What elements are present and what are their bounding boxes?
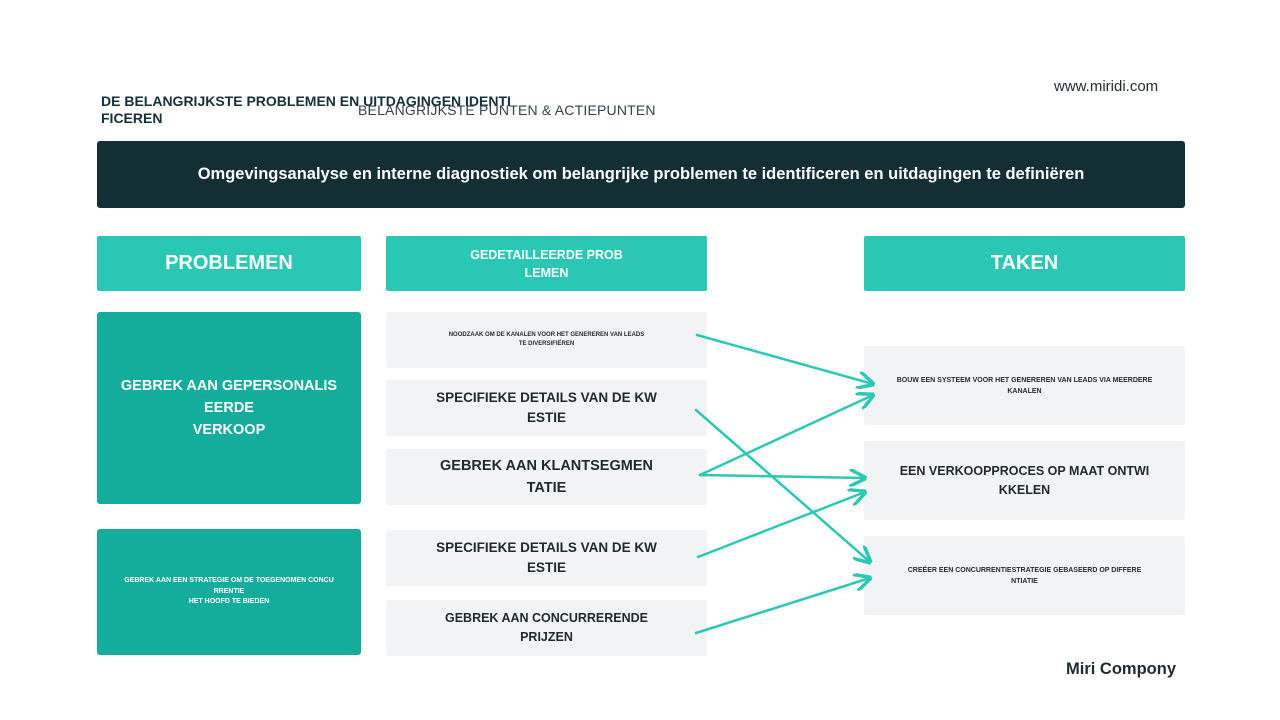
detailed-problem-text: NOODZAAK OM DE KANALEN VOOR HET GENERERE… [448,332,645,347]
task-text: BOUW EEN SYSTEEM VOOR HET GENEREREN VAN … [896,376,1153,395]
banner: Omgevingsanalyse en interne diagnostiek … [97,141,1185,208]
detailed-problem-text: SPECIFIEKE DETAILS VAN DE KWESTIE [436,540,657,575]
task-text: CREËER EEN CONCURRENTIESTRATEGIE GEBASEE… [907,566,1142,585]
page-title: DE BELANGRIJKSTE PROBLEMEN EN UITDAGINGE… [101,93,511,126]
detailed-problem-card: GEBREK AAN KLANTSEGMENTATIE [386,449,707,505]
banner-text: Omgevingsanalyse en interne diagnostiek … [197,165,1085,183]
task-card: EEN VERKOOPPROCES OP MAAT ONTWIKKELEN [864,441,1185,520]
problem-line: HET HOOFD TE BIEDEN [188,598,270,606]
problem-card: GEBREK AAN GEPERSONALISEERDE VERKOOP [97,312,361,504]
problem-line: GEBREK AAN EEN STRATEGIE OM DE TOEGENOME… [124,577,334,595]
connector-arrow [698,395,873,477]
task-card: BOUW EEN SYSTEEM VOOR HET GENEREREN VAN … [864,346,1185,425]
column-header-detailed-label: GEDETAILLEERDE PROBLEMEN [470,247,623,280]
column-header-tasks: TAKEN [864,236,1185,291]
connector-arrow [696,492,865,559]
page-subtitle: BELANGRIJKSTE PUNTEN & ACTIEPUNTEN [358,102,656,118]
connector-arrow [694,408,870,562]
column-header-tasks-label: TAKEN [990,252,1059,274]
task-card: CREËER EEN CONCURRENTIESTRATEGIE GEBASEE… [864,536,1185,615]
website-url[interactable]: www.miridi.com [1054,78,1159,95]
detailed-problem-card: NOODZAAK OM DE KANALEN VOOR HET GENERERE… [386,312,707,368]
column-header-detailed: GEDETAILLEERDE PROBLEMEN [386,236,707,291]
connector-arrow [695,333,873,384]
detailed-problem-text: GEBREK AAN KLANTSEGMENTATIE [440,458,653,496]
detailed-problem-card: SPECIFIEKE DETAILS VAN DE KWESTIE [386,530,707,586]
connector-arrow [694,578,870,635]
column-header-problems-label: PROBLEMEN [165,252,293,274]
detailed-problem-card: SPECIFIEKE DETAILS VAN DE KWESTIE [386,380,707,436]
problem-line: GEBREK AAN GEPERSONALISEERDE [120,378,338,416]
problem-card: GEBREK AAN EEN STRATEGIE OM DE TOEGENOME… [97,529,361,655]
connector-arrow [698,475,865,478]
detailed-problem-card: GEBREK AAN CONCURRERENDE PRIJZEN [386,600,707,656]
detailed-problem-text: SPECIFIEKE DETAILS VAN DE KWESTIE [436,390,657,425]
task-text: EEN VERKOOPPROCES OP MAAT ONTWIKKELEN [899,463,1150,497]
column-header-problems: PROBLEMEN [97,236,361,291]
company-name: Miri Compony [1066,660,1176,678]
detailed-problem-text: GEBREK AAN CONCURRERENDE PRIJZEN [444,611,649,644]
problem-line: VERKOOP [192,422,266,438]
